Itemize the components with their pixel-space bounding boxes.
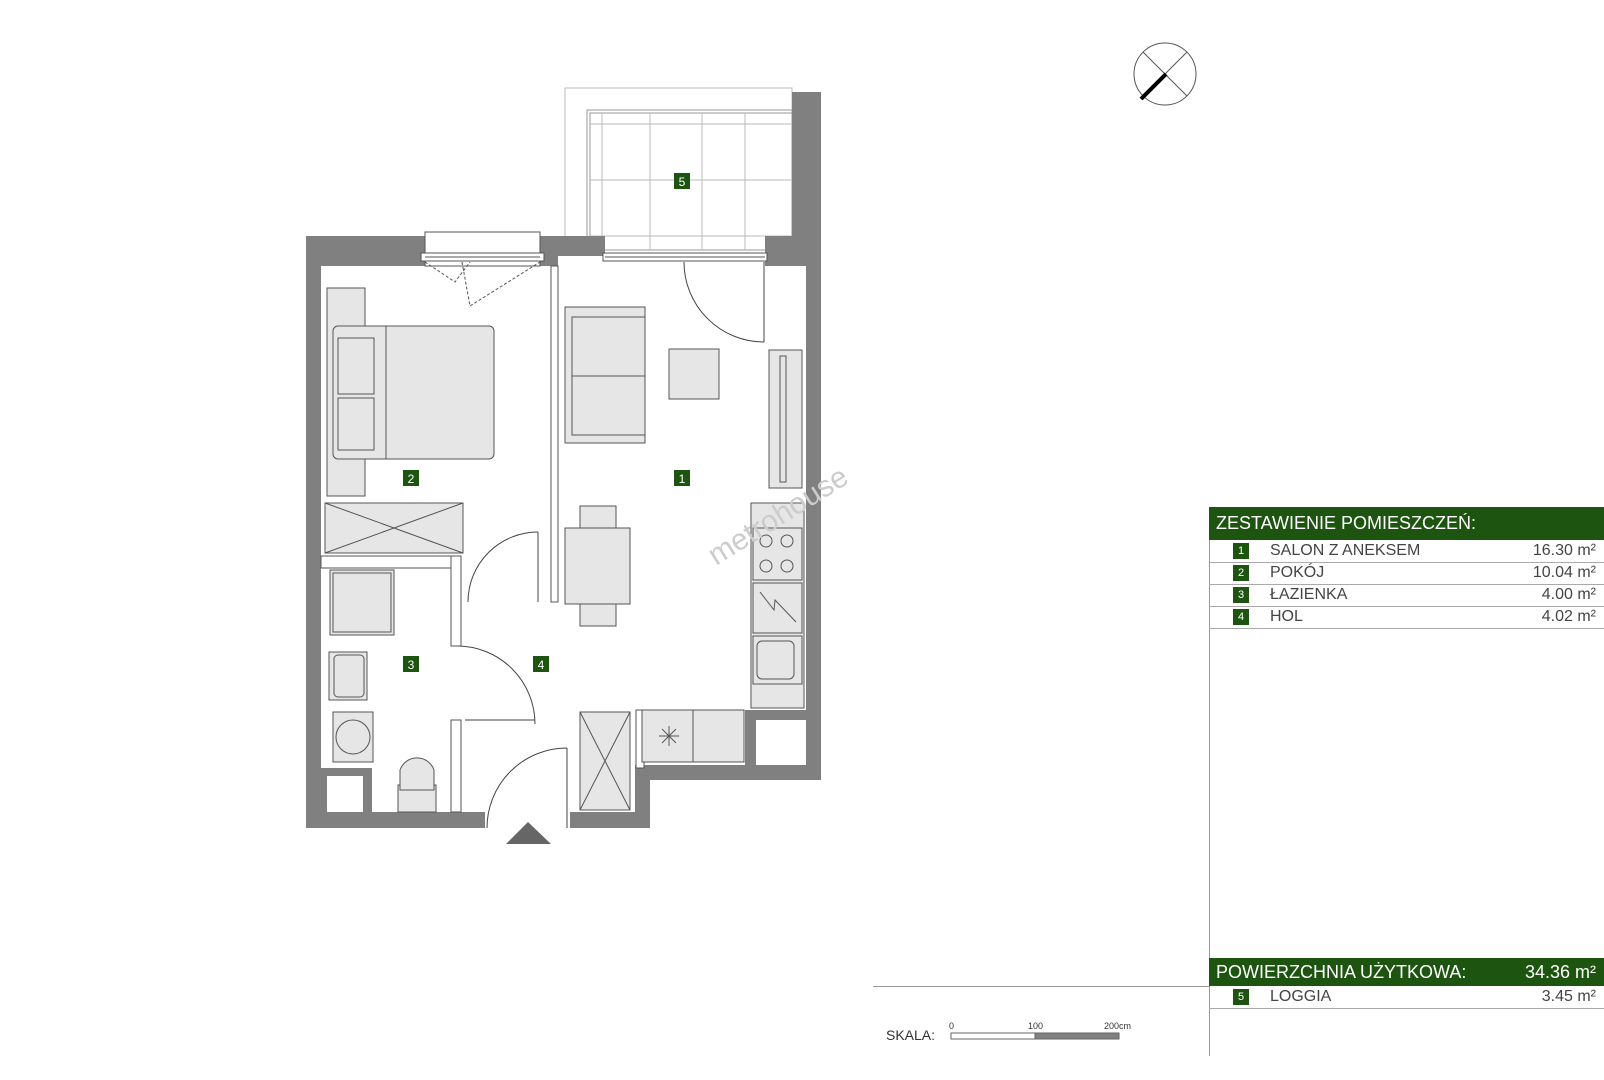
- svg-text:5: 5: [679, 175, 686, 189]
- loggia: [564, 87, 793, 251]
- room-summary-header: ZESTAWIENIE POMIESZCZEŃ:: [1209, 507, 1604, 540]
- room-badge-1: 1: [674, 470, 690, 486]
- shafts: [327, 720, 806, 812]
- room-badge-4: 4: [533, 656, 549, 672]
- scale-tick: 200cm: [1104, 1021, 1132, 1031]
- scale-tick: 100: [1028, 1021, 1044, 1031]
- doors: [456, 261, 765, 829]
- partitions: [320, 265, 645, 813]
- usable-area-value: 34.36 m²: [1524, 962, 1596, 982]
- svg-text:1: 1: [679, 472, 686, 486]
- room-badge-5: 5: [674, 173, 690, 189]
- windows: [420, 231, 768, 307]
- usable-area-header: POWIERZCHNIA UŻYTKOWA:34.36 m²: [1209, 958, 1604, 986]
- scale-bar: [950, 1032, 1120, 1040]
- north-compass-icon: [1133, 42, 1197, 106]
- furniture: [324, 287, 805, 813]
- room-badge-2: 2: [403, 470, 419, 486]
- svg-text:3: 3: [408, 658, 415, 672]
- svg-text:4: 4: [538, 658, 545, 672]
- cooktop-fan-icon: [659, 726, 679, 746]
- scale-tick: 0: [949, 1021, 955, 1031]
- scale-label: SKALA:: [886, 1027, 936, 1043]
- room-badge-3: 3: [403, 656, 419, 672]
- entrance-arrow-icon: [506, 822, 551, 844]
- svg-text:2: 2: [408, 472, 415, 486]
